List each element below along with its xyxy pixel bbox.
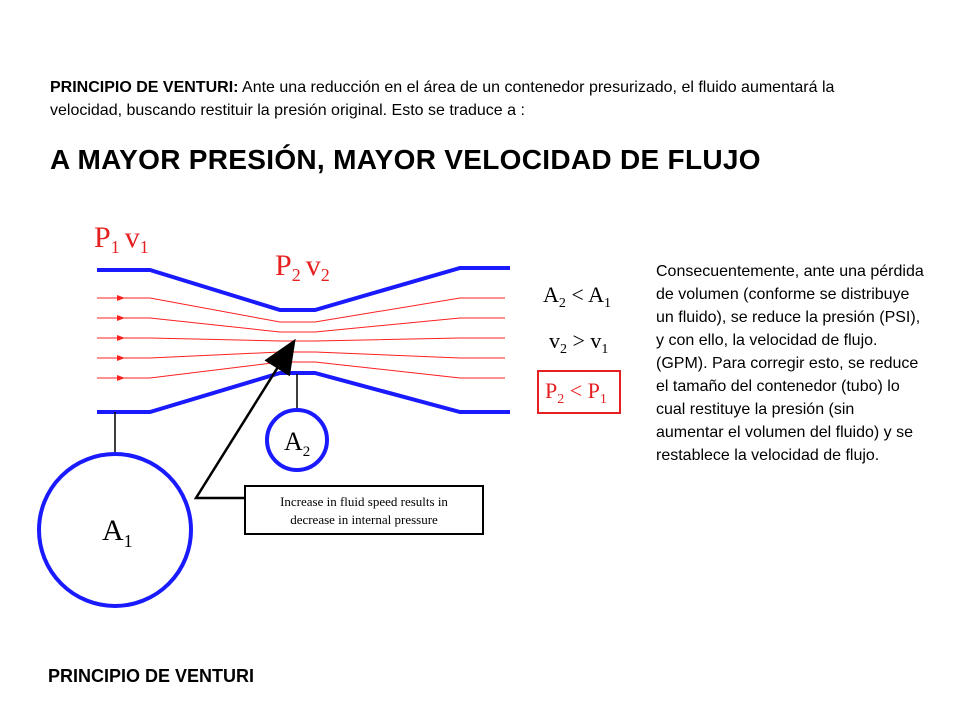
- explanation-paragraph: Consecuentemente, ante una pérdida de vo…: [656, 263, 924, 464]
- flow-line: [97, 337, 505, 342]
- flow-lines: [97, 297, 505, 379]
- relation-velocity: v2 > v1: [549, 328, 608, 357]
- flow-line: [97, 297, 505, 323]
- intro-text: Ante una reducción en el área de un cont…: [50, 79, 835, 119]
- gauge-small-label: A2: [284, 427, 310, 460]
- headline: A MAYOR PRESIÓN, MAYOR VELOCIDAD DE FLUJ…: [50, 144, 761, 175]
- flow-line: [97, 351, 505, 359]
- callout-line-2: decrease in internal pressure: [290, 512, 438, 527]
- callout-box: [244, 485, 484, 535]
- gauge-small: [265, 408, 329, 472]
- flow-line: [97, 361, 505, 379]
- relation-pressure: P2 < P1: [545, 378, 607, 407]
- footer-title: PRINCIPIO DE VENTURI: [48, 666, 255, 686]
- relation-area: A2 < A1: [543, 282, 611, 311]
- intro-bold-label: PRINCIPIO DE VENTURI:: [50, 79, 239, 96]
- callout-pointer: [193, 338, 296, 500]
- flow-arrowheads: [110, 295, 125, 381]
- flow-line: [97, 317, 505, 333]
- pressure-relation-box: [537, 370, 621, 414]
- pipe-wall-top: [97, 266, 510, 312]
- pipe-wall-bottom: [97, 371, 510, 414]
- gauge-large: [37, 452, 193, 608]
- callout-line-1: Increase in fluid speed results in: [280, 494, 448, 509]
- gauge-large-label: A1: [102, 514, 133, 551]
- intro-paragraph: PRINCIPIO DE VENTURI: Ante una reducción…: [50, 76, 880, 122]
